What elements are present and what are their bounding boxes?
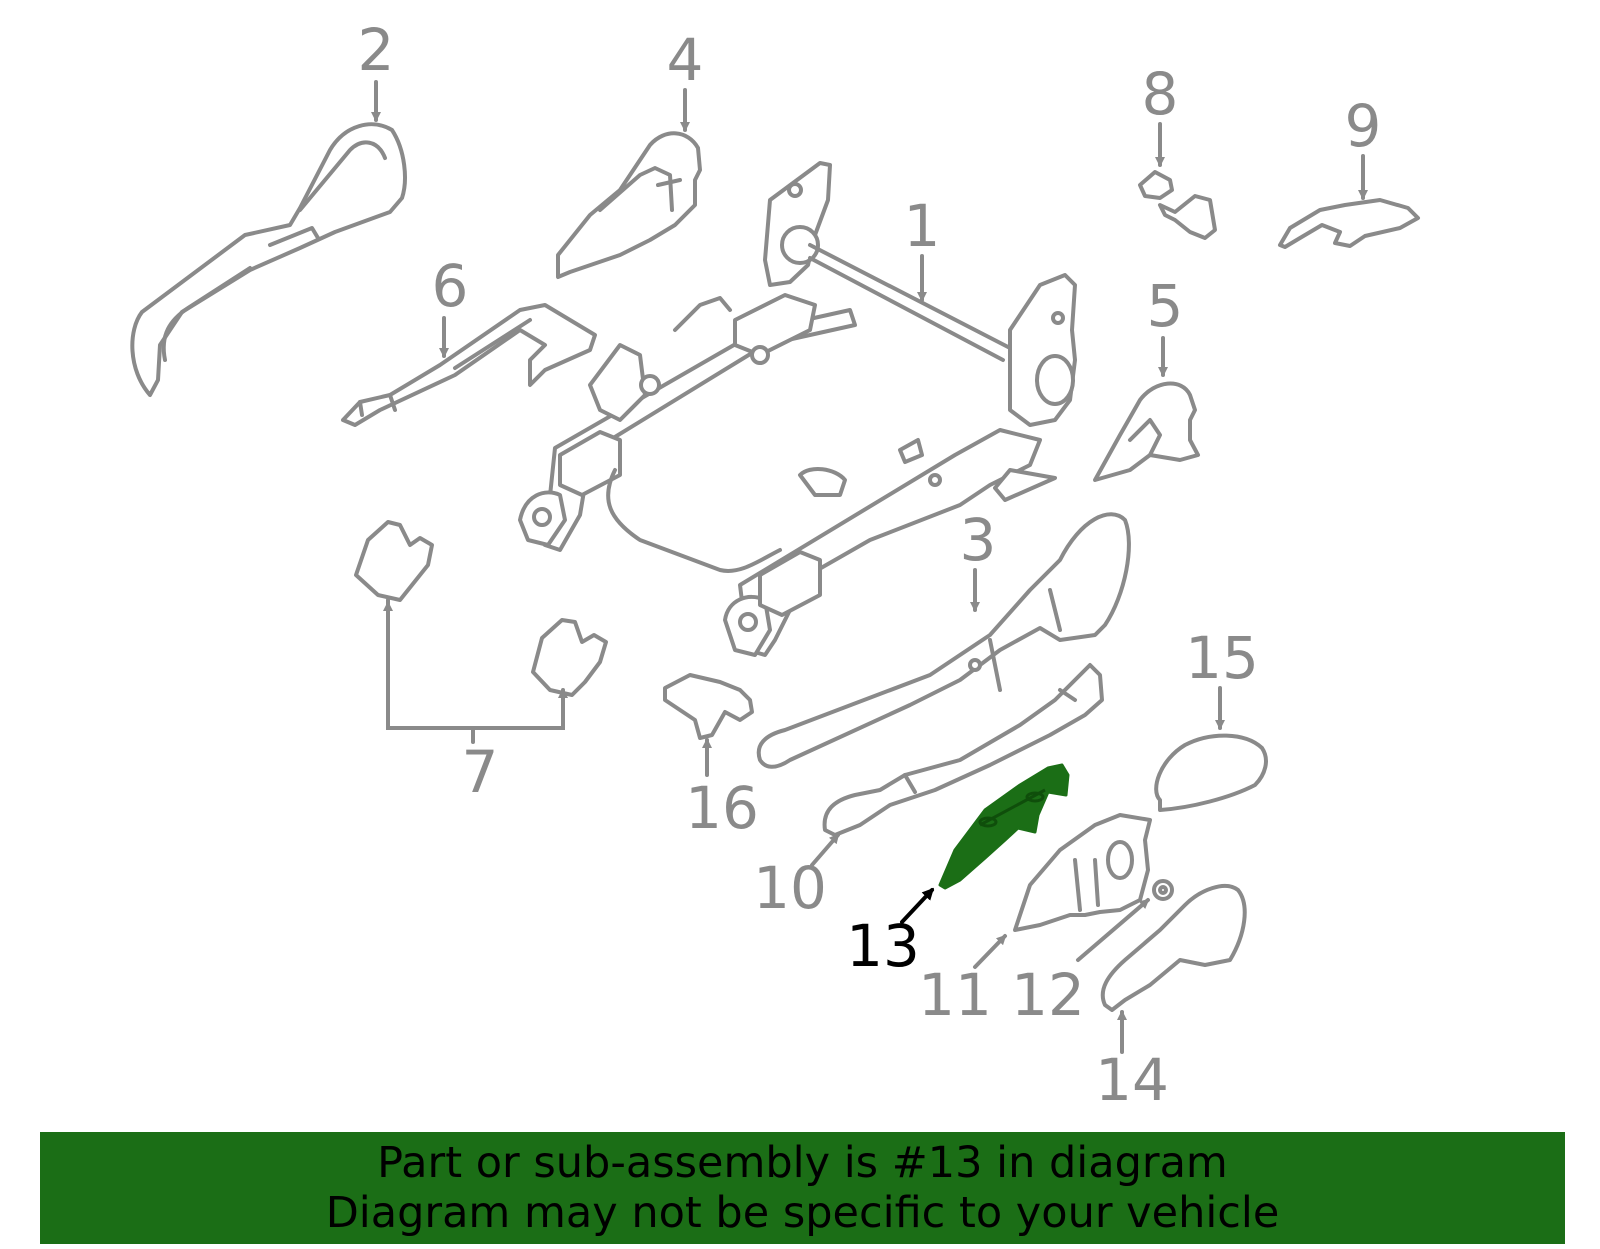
part-5-recliner-cover <box>1093 381 1200 482</box>
callout-4: 4 <box>667 26 704 94</box>
callout-10: 10 <box>753 854 827 922</box>
part-2-side-cover <box>130 122 407 397</box>
banner-line-part-number: Part or sub-assembly is #13 in diagram <box>377 1138 1228 1188</box>
part-12-washer <box>1152 879 1174 901</box>
callout-14: 14 <box>1095 1046 1169 1114</box>
callout-13: 13 <box>846 912 920 980</box>
callout-labels: 2 4 1 8 9 6 5 3 7 16 15 10 13 11 12 14 <box>358 16 1382 1114</box>
part-10-trim <box>822 663 1104 837</box>
info-banner: Part or sub-assembly is #13 in diagram D… <box>40 1132 1565 1244</box>
banner-line-disclaimer: Diagram may not be specific to your vehi… <box>325 1188 1280 1238</box>
callout-6: 6 <box>432 252 469 320</box>
callout-8: 8 <box>1142 60 1179 128</box>
part-16-clip <box>663 673 754 740</box>
callout-1: 1 <box>904 192 941 260</box>
callout-15: 15 <box>1185 624 1259 692</box>
part-8-connector <box>1138 170 1217 240</box>
part-1-seat-frame <box>518 161 1077 657</box>
callout-9: 9 <box>1345 92 1382 160</box>
callout-7: 7 <box>462 738 499 806</box>
callout-12: 12 <box>1011 961 1085 1029</box>
part-13-highlighted <box>938 763 1070 890</box>
callout-3: 3 <box>960 506 997 574</box>
callout-11: 11 <box>918 961 992 1029</box>
part-4-recliner-cover <box>556 131 702 279</box>
part-14-handle <box>1100 884 1247 1012</box>
part-11-trim-panel <box>1013 813 1152 932</box>
part-9-bracket <box>1278 198 1420 249</box>
leader-lines <box>371 80 1368 1054</box>
part-6-rail <box>341 303 597 427</box>
part-3-side-cover <box>756 512 1131 769</box>
part-15-cover <box>1154 733 1268 812</box>
callout-2: 2 <box>358 16 395 84</box>
callout-16: 16 <box>685 774 759 842</box>
part-7-caps <box>354 520 608 697</box>
callout-5: 5 <box>1147 272 1184 340</box>
